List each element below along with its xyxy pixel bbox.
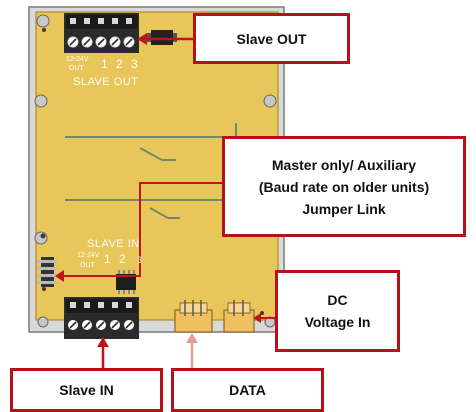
data-arrow xyxy=(186,333,198,370)
dc-voltage-callout: DC Voltage In xyxy=(275,270,400,352)
top-voltage-sub-label: OUT xyxy=(69,65,84,72)
bottom-voltage-sub-label: OUT xyxy=(80,262,95,269)
terminal-block-icon xyxy=(64,297,139,339)
bottom-pin-3: 3 xyxy=(137,255,143,265)
top-pin-1: 1 xyxy=(101,57,108,71)
slave-in-callout-text: Slave IN xyxy=(59,382,114,398)
pcb-traces xyxy=(65,123,237,219)
slave-out-arrow xyxy=(137,33,193,45)
screw-hole-icon xyxy=(37,316,49,328)
dc-callout-line1: DC xyxy=(327,292,348,308)
pcb-dot xyxy=(40,233,46,239)
master-callout-line2: (Baud rate on older units) xyxy=(258,178,430,195)
master-jumper-callout: Master only/ Auxiliary (Baud rate on old… xyxy=(222,136,466,237)
bottom-pin-2: 2 xyxy=(119,252,126,266)
slave-out-callout: Slave OUT xyxy=(193,13,350,64)
slave-out-callout-text: Slave OUT xyxy=(236,30,307,47)
screw-hole-icon xyxy=(263,94,277,108)
data-callout-text: DATA xyxy=(229,382,266,398)
slave-in-arrow xyxy=(97,337,109,370)
bottom-voltage-label: 12-24V xyxy=(77,252,100,259)
header-pins-icon xyxy=(37,257,57,287)
jst-connector-icon xyxy=(174,300,213,333)
pcb-dot xyxy=(42,287,46,291)
jst-connector-icon xyxy=(223,300,255,333)
slave-in-callout: Slave IN xyxy=(10,368,163,412)
screw-hole-icon xyxy=(36,14,50,28)
bottom-pin-1: 1 xyxy=(104,252,111,266)
terminal-block-icon xyxy=(64,13,139,53)
top-pin-3: 3 xyxy=(131,57,138,71)
top-voltage-label: 12-24V xyxy=(66,56,89,63)
pcb-dot xyxy=(42,28,46,32)
master-jumper-arrowhead xyxy=(55,270,64,282)
top-pin-2: 2 xyxy=(116,57,123,71)
master-jumper-arrow xyxy=(60,182,222,277)
master-callout-line1: Master only/ Auxiliary xyxy=(271,156,417,173)
master-callout-line3: Jumper Link xyxy=(302,200,386,217)
screw-hole-icon xyxy=(34,231,48,245)
data-callout: DATA xyxy=(171,368,324,412)
dc-callout-line2: Voltage In xyxy=(304,314,371,330)
screw-hole-icon xyxy=(34,94,48,108)
ic-chip-icon xyxy=(116,270,136,294)
jumper-icon xyxy=(147,30,177,45)
dc-arrow xyxy=(253,313,276,323)
slave-in-silkscreen: SLAVE IN xyxy=(87,238,140,250)
slave-out-silkscreen: SLAVE OUT xyxy=(73,76,139,88)
